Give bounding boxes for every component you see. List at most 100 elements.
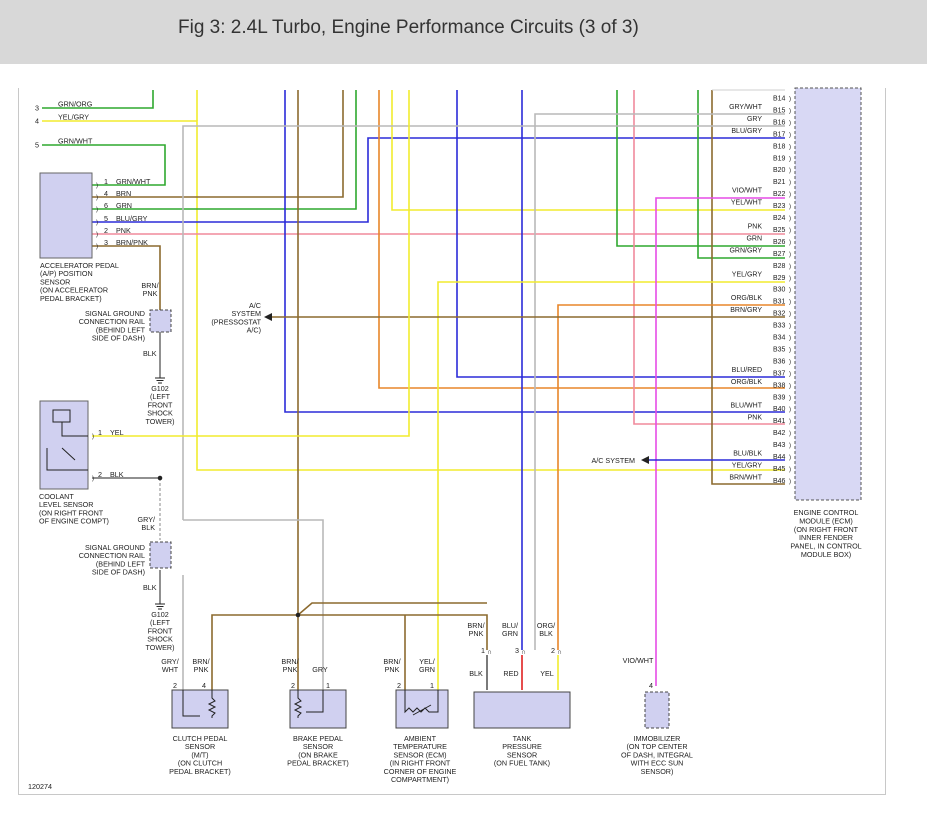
ecm-pin-number: B41 bbox=[773, 418, 786, 425]
wire-grn-b26 bbox=[616, 90, 785, 247]
tank-label: PRESSURE bbox=[502, 742, 542, 751]
tank-wire-top: BLK bbox=[539, 629, 553, 638]
ground-rail-1 bbox=[149, 309, 172, 333]
wire-brn-tank bbox=[297, 602, 487, 616]
coolant-junction-dot bbox=[157, 475, 163, 481]
connector-pin: ) bbox=[789, 431, 791, 437]
ap-sensor-label: PEDAL BRACKET) bbox=[40, 294, 102, 303]
ecm-pin-number: B25 bbox=[773, 227, 786, 234]
g1-ground-label: TOWER) bbox=[145, 417, 174, 426]
g1-wire-top: BRN/ bbox=[141, 281, 158, 290]
ecm-pin-number: B35 bbox=[773, 346, 786, 353]
tank-wire-top: BLU/ bbox=[502, 621, 518, 630]
ecm-pin-number: B39 bbox=[773, 394, 786, 401]
wire-grn-ap bbox=[92, 90, 357, 210]
ecm-pin-number: B45 bbox=[773, 466, 786, 473]
ecm-pin-wire: BRN/WHT bbox=[729, 474, 762, 481]
connector-pin: ∩ bbox=[487, 649, 492, 656]
clutch-wire-1: WHT bbox=[162, 665, 179, 674]
ecm-pin-number: B15 bbox=[773, 107, 786, 114]
connector-pin: ∩ bbox=[521, 649, 526, 656]
ecm-pin-number: B24 bbox=[773, 215, 786, 222]
coolant-pin-number: 2 bbox=[98, 470, 102, 479]
connector-pin: ) bbox=[789, 336, 791, 342]
ecm-pin-wire: YEL/GRY bbox=[732, 271, 763, 278]
ambient-wire-1: PNK bbox=[385, 665, 400, 674]
connector-pin: ) bbox=[789, 132, 791, 138]
wire-brn-pnk-ap bbox=[92, 245, 161, 310]
wire-org-blk-b38 bbox=[378, 90, 785, 389]
ground-rail-2 bbox=[149, 541, 172, 569]
ecm-label: MODULE (ECM) bbox=[799, 516, 853, 525]
clutch-wire-2: BRN/ bbox=[192, 657, 209, 666]
ap-pin-wire: PNK bbox=[116, 226, 131, 235]
ambient-pin: 2 bbox=[397, 681, 401, 690]
ecm-label: ENGINE CONTROL bbox=[794, 508, 859, 517]
wire-grn-gry bbox=[697, 90, 785, 259]
wire-grn-org bbox=[42, 90, 154, 109]
ap-pin-number: 1 bbox=[104, 177, 108, 186]
ecm-pin-number: B36 bbox=[773, 358, 786, 365]
coolant-label: COOLANT bbox=[39, 492, 74, 501]
connector-pin: ) bbox=[789, 347, 791, 353]
ecm-pin-number: B46 bbox=[773, 478, 786, 485]
ecm-pin-number: B34 bbox=[773, 335, 786, 342]
immobilizer-label: WITH ECC SUN bbox=[631, 759, 684, 768]
connector-pin: ) bbox=[789, 144, 791, 150]
thermistor-icon bbox=[404, 690, 439, 716]
clutch-resistor-icon bbox=[182, 690, 217, 718]
ap-pin-number: 5 bbox=[104, 214, 108, 223]
ecm-pin-number: B43 bbox=[773, 442, 786, 449]
g2-ground-label: TOWER) bbox=[145, 643, 174, 652]
ambient-wire-2: YEL/ bbox=[419, 657, 435, 666]
ecm-pin-number: B20 bbox=[773, 167, 786, 174]
immobilizer-label: SENSOR) bbox=[641, 767, 674, 776]
ecm-pin-number: B23 bbox=[773, 203, 786, 210]
coolant-pin-number: 1 bbox=[98, 428, 102, 437]
ecm-label: PANEL, IN CONTROL bbox=[790, 542, 861, 551]
brake-wire-2: GRY bbox=[312, 665, 328, 674]
tank-wire-bottom: YEL bbox=[540, 669, 554, 678]
ecm-pin-number: B31 bbox=[773, 299, 786, 306]
ecm-pin-number: B22 bbox=[773, 191, 786, 198]
left-pin-wire: GRN/WHT bbox=[58, 137, 93, 146]
ecm-pin-wire: GRY/WHT bbox=[729, 104, 763, 111]
g2-ground-label: G102 bbox=[151, 610, 169, 619]
coolant-pin-wire: YEL bbox=[110, 428, 124, 437]
figure-title: Fig 3: 2.4L Turbo, Engine Performance Ci… bbox=[178, 17, 639, 38]
g1-rail-label: SIDE OF DASH) bbox=[92, 334, 145, 343]
g1-rail-label: CONNECTION RAIL bbox=[79, 317, 145, 326]
connector-pin: ) bbox=[789, 467, 791, 473]
ambient-label: COMPARTMENT) bbox=[391, 775, 449, 784]
ground-icon bbox=[155, 598, 165, 610]
ecm-pin-number: B29 bbox=[773, 275, 786, 282]
ap-pin-number: 2 bbox=[104, 226, 108, 235]
connector-pin: ) bbox=[789, 240, 791, 246]
ecm-pin-number: B16 bbox=[773, 119, 786, 126]
ap-sensor-label: SENSOR bbox=[40, 277, 70, 286]
tank-wire-top: ORG/ bbox=[537, 621, 555, 630]
ambient-label: CORNER OF ENGINE bbox=[384, 767, 457, 776]
ecm-pin-wire: BLU/GRY bbox=[731, 128, 762, 135]
connector-pin: ) bbox=[789, 371, 791, 377]
ecm-pin-number: B33 bbox=[773, 323, 786, 330]
ap-pin-wire: BRN/PNK bbox=[116, 238, 148, 247]
brake-pin: 2 bbox=[291, 681, 295, 690]
tank-label: SENSOR bbox=[507, 750, 537, 759]
g2-ground-label: FRONT bbox=[148, 626, 173, 635]
ambient-wire-2: GRN bbox=[419, 665, 435, 674]
tank-wire-top: PNK bbox=[469, 629, 484, 638]
brake-label: SENSOR bbox=[303, 742, 333, 751]
g1-ground-label: G102 bbox=[151, 384, 169, 393]
ecm-pin-wire: GRY bbox=[747, 116, 762, 123]
connector-pin: ) bbox=[789, 383, 791, 389]
coolant-switch-icon bbox=[46, 422, 88, 471]
g2-rail-label: SIGNAL GROUND bbox=[85, 543, 145, 552]
connector-pin: ) bbox=[789, 264, 791, 270]
ecm-pin-number: B44 bbox=[773, 454, 786, 461]
brake-wire-1: PNK bbox=[283, 665, 298, 674]
connector-pin: ) bbox=[789, 288, 791, 294]
ecm-pin-number: B40 bbox=[773, 406, 786, 413]
clutch-wire-1: GRY/ bbox=[161, 657, 178, 666]
coolant-sensor-box bbox=[39, 400, 89, 490]
